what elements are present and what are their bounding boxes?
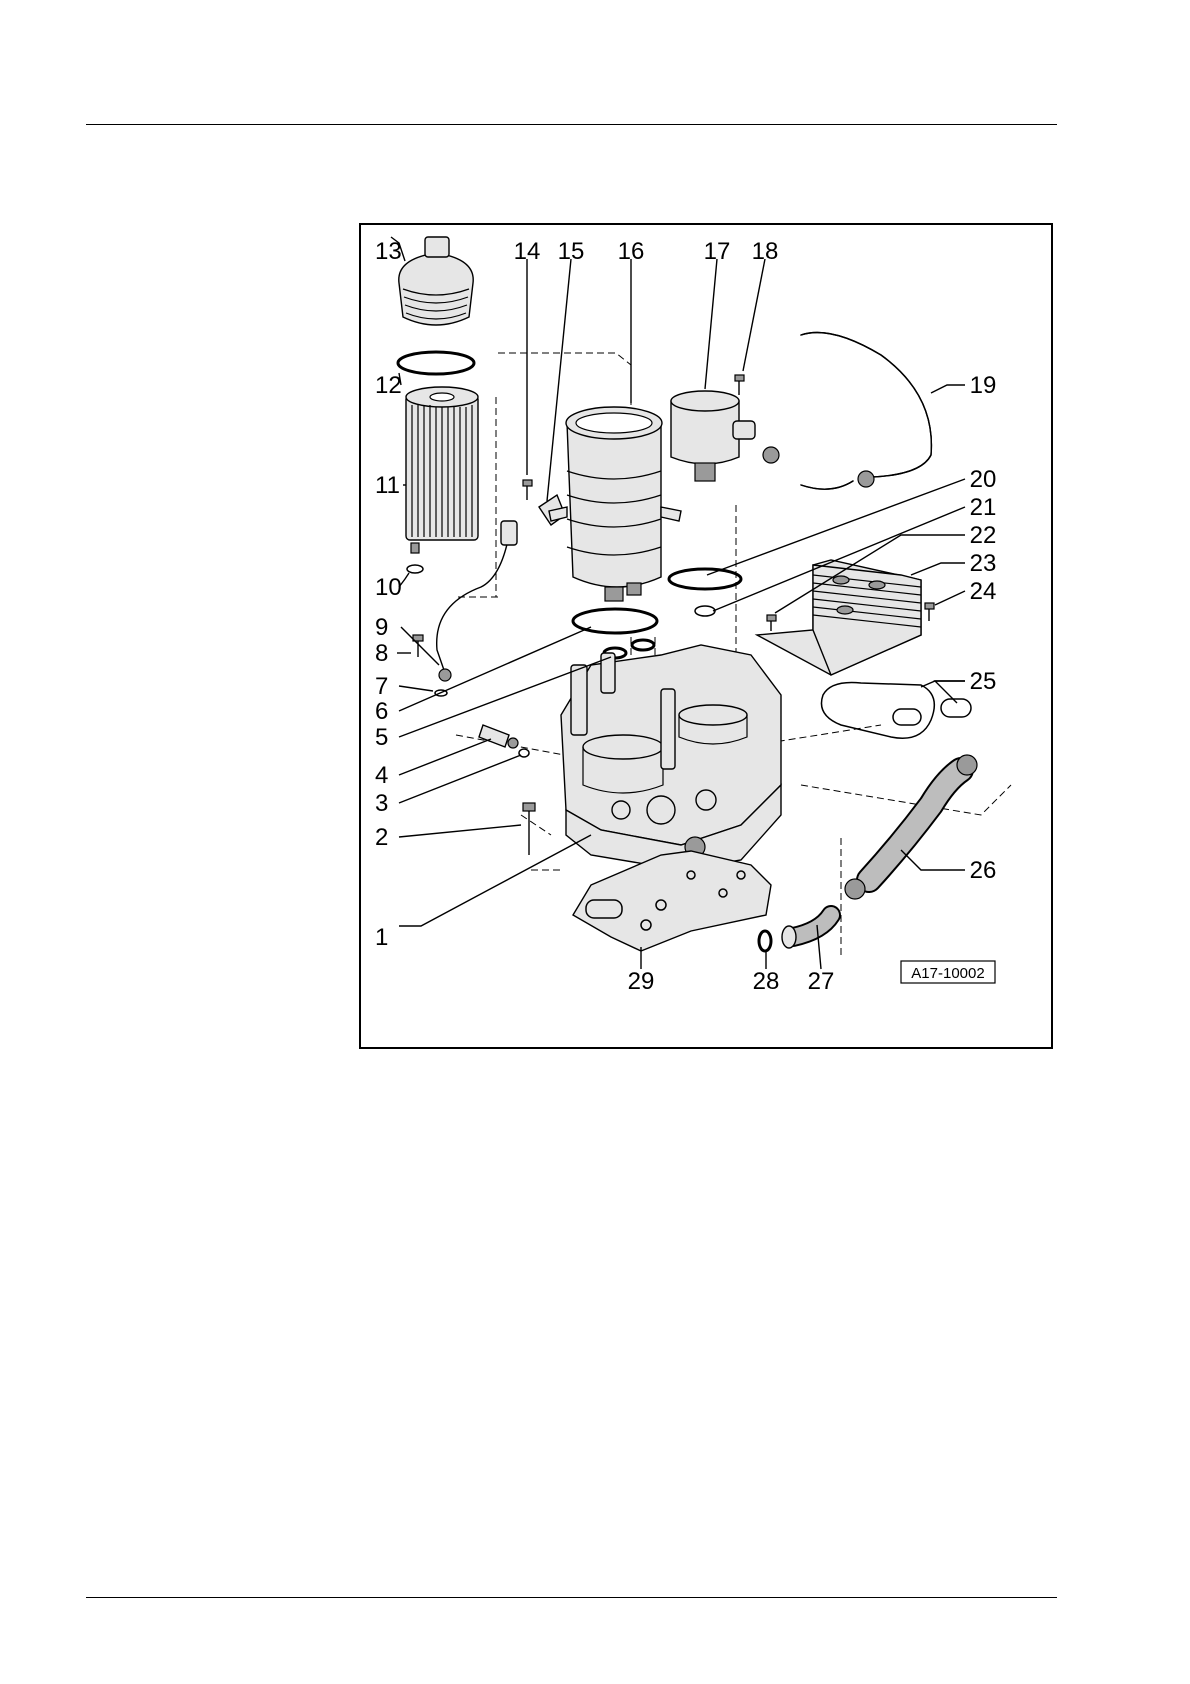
callout-4: 4: [375, 762, 388, 789]
callout-1: 1: [375, 924, 388, 951]
callout-13: 13: [375, 238, 402, 265]
bolt-2: [523, 803, 535, 855]
coolant-pipe: [782, 915, 831, 948]
housing-seal-b: [632, 640, 654, 650]
callout-15: 15: [558, 238, 585, 265]
callout-26: 26: [970, 857, 997, 884]
diagram-canvas: 1234567891011121314151617181920212223242…: [361, 225, 1051, 1047]
callout-7: 7: [375, 673, 388, 700]
figure-reference-code: A17-10002: [911, 965, 984, 982]
callout-22: 22: [970, 522, 997, 549]
callout-21: 21: [970, 494, 997, 521]
callout-28: 28: [753, 968, 780, 995]
callout-9: 9: [375, 614, 388, 641]
callout-6: 6: [375, 698, 388, 725]
breather-hose: [763, 333, 931, 490]
bolt-14: [523, 480, 532, 500]
callout-24: 24: [970, 578, 997, 605]
callout-16: 16: [618, 238, 645, 265]
callout-23: 23: [970, 550, 997, 577]
oil-filter-cap: [399, 237, 473, 325]
callout-3: 3: [375, 790, 388, 817]
callout-19: 19: [970, 372, 997, 399]
oil-cooler: [757, 560, 921, 675]
bolt-24: [925, 603, 934, 621]
bolt-22: [767, 615, 776, 631]
pipe-seal: [759, 931, 771, 951]
callout-17: 17: [704, 238, 731, 265]
drain-seal: [407, 565, 423, 573]
cooler-gaskets: [821, 683, 971, 739]
header-rule: [86, 124, 1057, 125]
separator-o-ring: [669, 569, 741, 589]
oil-separator: [671, 391, 755, 481]
callout-5: 5: [375, 724, 388, 751]
oil-filter-element: [406, 387, 478, 553]
callout-20: 20: [970, 466, 997, 493]
callout-12: 12: [375, 372, 402, 399]
callout-2: 2: [375, 824, 388, 851]
callout-25: 25: [970, 668, 997, 695]
figure-reference: A17-10002: [901, 961, 995, 983]
coolant-hose: [845, 755, 977, 899]
callout-18: 18: [752, 238, 779, 265]
callout-27: 27: [808, 968, 835, 995]
callout-8: 8: [375, 640, 388, 667]
oil-filter-housing: [549, 407, 681, 601]
oil-filter-module-body: [561, 645, 781, 870]
bolt-8: [413, 635, 423, 657]
footer-rule: [86, 1597, 1057, 1598]
callout-29: 29: [628, 968, 655, 995]
callout-14: 14: [514, 238, 541, 265]
body-gasket: [573, 851, 771, 951]
bolt-18: [735, 375, 744, 395]
callout-11: 11: [375, 472, 400, 499]
callout-10: 10: [375, 574, 402, 601]
separator-seal: [695, 606, 715, 616]
pressure-switch: [479, 725, 518, 748]
oil-feed-line: [437, 521, 517, 681]
cap-o-ring: [398, 352, 474, 374]
